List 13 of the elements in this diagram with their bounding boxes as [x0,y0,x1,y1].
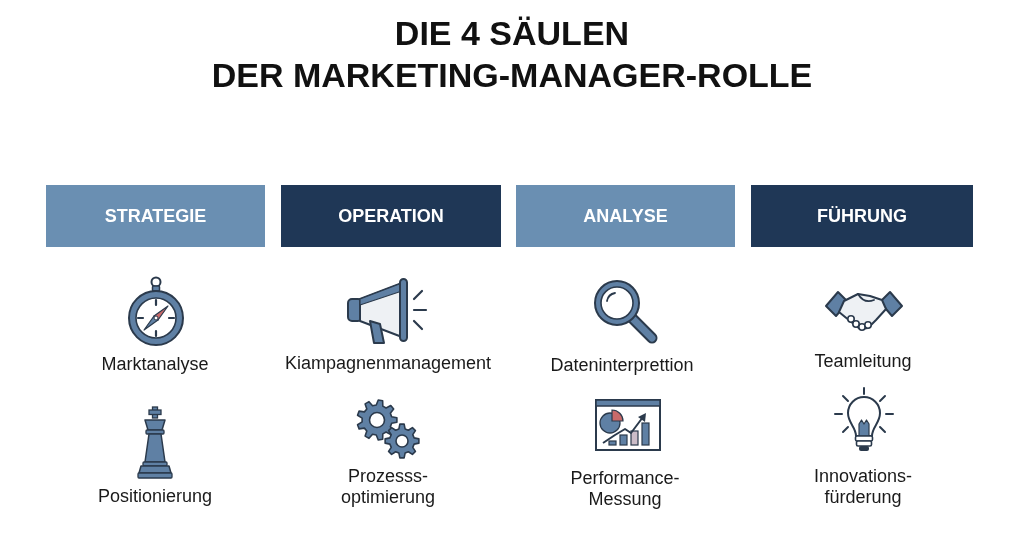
title: DIE 4 SÄULEN DER MARKETING-MANAGER-ROLLE [210,13,814,96]
item-label: Innovations- fürderung [812,466,914,508]
item-label: Prozesss- optimierung [339,466,437,508]
item-label: Marktanalyse [101,353,209,375]
pillar-header: STRATEGIE [46,185,265,247]
item-label: Dateninterprettion [550,354,694,376]
item-label: Teamleitung [814,350,912,372]
item-label: Kiampagnenmanagement [284,352,492,374]
item-label: Performance- Messung [569,468,681,510]
pillar-header: FÜHRUNG [751,185,973,247]
pillar-header: OPERATION [281,185,501,247]
item-label: Positionierung [97,485,213,507]
pillar-header: ANALYSE [516,185,735,247]
